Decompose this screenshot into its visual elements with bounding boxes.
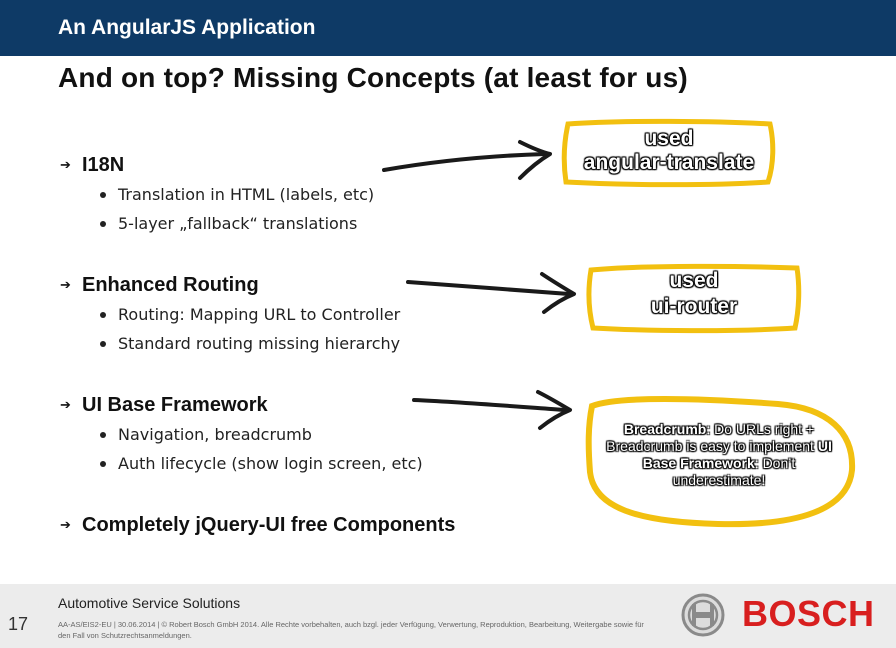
topic-label: UI Base Framework [82, 393, 268, 416]
list-item: Standard routing missing hierarchy [58, 329, 400, 358]
topic-label: I18N [82, 153, 125, 176]
bullet-dot-icon [100, 341, 106, 347]
topic-label: Enhanced Routing [82, 273, 259, 296]
list-item: Routing: Mapping URL to Controller [58, 300, 400, 329]
header-bar: An AngularJS Application [0, 0, 896, 56]
bullet-dot-icon [100, 192, 106, 198]
topic-i18n: ➔ I18N Translation in HTML (labels, etc)… [58, 150, 374, 238]
list-item: Auth lifecycle (show login screen, etc) [58, 449, 423, 478]
topic-jquery-ui-free: ➔ Completely jQuery-UI free Components [58, 510, 455, 540]
bosch-logo: BOSCH [742, 593, 875, 634]
topic-ui-base-framework: ➔ UI Base Framework Navigation, breadcru… [58, 390, 423, 478]
footer: 17 Automotive Service Solutions AA-AS/EI… [0, 584, 896, 648]
bosch-armature-logo-icon [681, 593, 725, 637]
bullet-dot-icon [100, 312, 106, 318]
bullet-dot-icon [100, 221, 106, 227]
header-title: An AngularJS Application [58, 16, 316, 39]
hand-drawn-arrow-icon [406, 272, 576, 314]
bullet-dot-icon [100, 461, 106, 467]
hand-drawn-arrow-icon [382, 140, 552, 180]
list-item: Navigation, breadcrumb [58, 420, 423, 449]
footer-organization: Automotive Service Solutions [58, 595, 241, 611]
note-ui-base-framework: Breadcrumb: Do URLs right + Breadcrumb i… [578, 392, 860, 532]
slide-title: And on top? Missing Concepts (at least f… [58, 62, 688, 93]
topic-label: Completely jQuery-UI free Components [82, 513, 456, 536]
topic-enhanced-routing: ➔ Enhanced Routing Routing: Mapping URL … [58, 270, 400, 358]
list-item: 5-layer „fallback“ translations [58, 209, 374, 238]
bullet-dot-icon [100, 432, 106, 438]
double-arrow-right-icon: ➔ [60, 517, 71, 532]
double-arrow-right-icon: ➔ [60, 277, 71, 292]
footer-legal-notice: AA-AS/EIS2-EU | 30.06.2014 | © Robert Bo… [58, 620, 644, 640]
list-item: Translation in HTML (labels, etc) [58, 180, 374, 209]
page-number: 17 [8, 614, 29, 634]
double-arrow-right-icon: ➔ [60, 397, 71, 412]
double-arrow-right-icon: ➔ [60, 157, 71, 172]
hand-drawn-arrow-icon [412, 390, 572, 430]
